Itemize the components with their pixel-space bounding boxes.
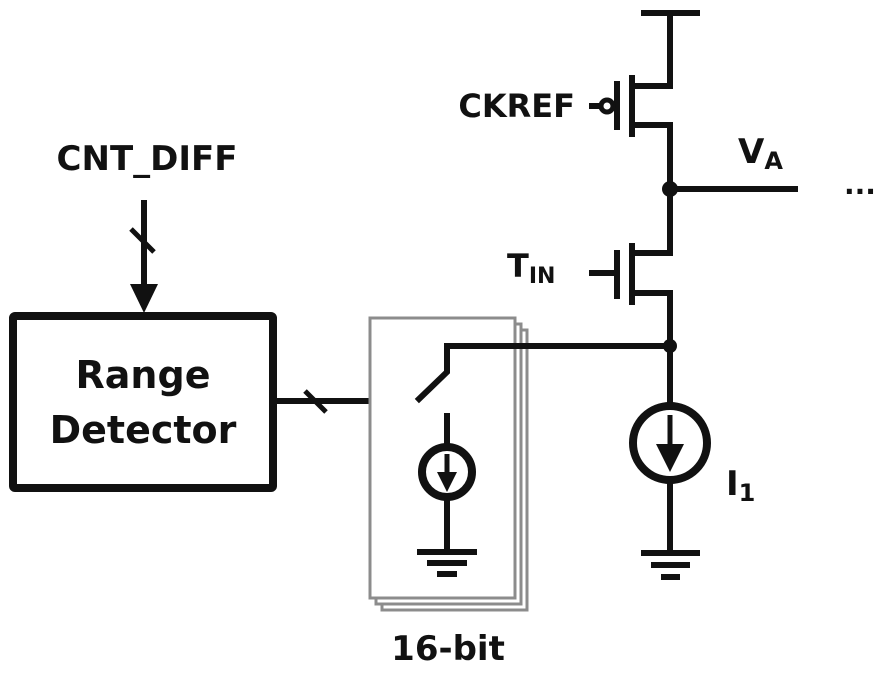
i1-label-sub: 1	[739, 479, 756, 507]
va-label: VA	[738, 132, 783, 175]
tin-label-main: T	[507, 247, 529, 285]
tin-label: TIN	[507, 247, 555, 289]
i1-label: I1	[726, 464, 755, 507]
bus-slash	[303, 389, 328, 414]
bus-slash	[129, 227, 156, 254]
switch	[414, 343, 673, 404]
va-label-main: V	[738, 132, 765, 172]
arrow-down-icon	[437, 472, 457, 492]
cell-stack	[368, 316, 529, 612]
arrow-down-icon	[656, 444, 684, 472]
range-detector-label-1: Range	[76, 353, 211, 397]
range-detector-block	[9, 312, 277, 492]
pmos-source	[632, 122, 673, 192]
nmos-source	[632, 290, 673, 349]
ellipsis-label: ...	[844, 168, 876, 201]
cnt-diff-label: CNT_DIFF	[57, 139, 238, 179]
bits-label: 16-bit	[391, 629, 505, 669]
arrow-down-icon	[130, 284, 158, 313]
range-detector-label-2: Detector	[50, 408, 237, 452]
ckref-label: CKREF	[458, 87, 575, 125]
va-label-sub: A	[764, 147, 783, 175]
i1-label-main: I	[726, 464, 739, 504]
nmos-drain	[632, 186, 673, 256]
tin-label-sub: IN	[529, 264, 556, 289]
